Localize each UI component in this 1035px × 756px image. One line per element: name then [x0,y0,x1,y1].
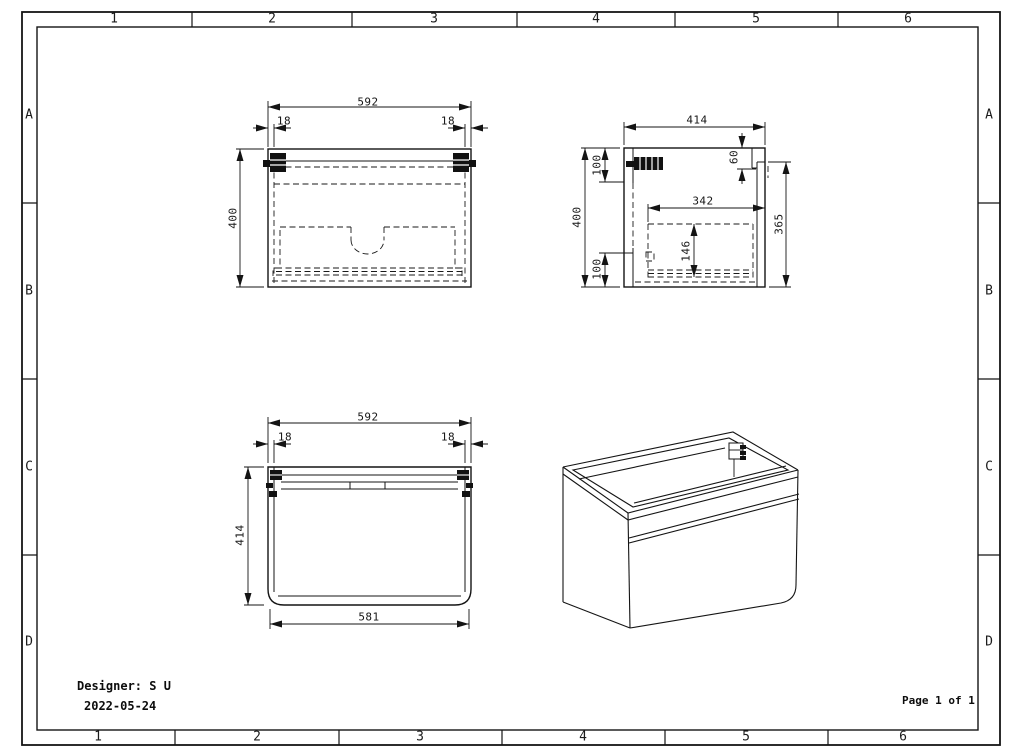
dim-side-overall-height: 400 [570,206,584,228]
zone-row-left-b: B [25,283,33,299]
dim-side-front-panel-height: 365 [772,213,786,235]
date-label: 2022-05-24 [84,699,157,713]
zone-row-left-c: C [25,459,33,475]
dim-side-drawer-depth: 342 [692,194,714,208]
sheet-border [21,11,1001,746]
dim-side-hanger-offset: 100 [590,154,604,176]
zone-col-bottom-1: 1 [94,729,102,745]
zone-col-top-4: 4 [592,11,600,27]
zone-col-top-5: 5 [752,11,760,27]
dim-front-left-thickness: 18 [276,114,292,128]
dim-top-overall-width: 592 [357,410,379,424]
dim-side-overall-depth: 414 [686,113,708,127]
zone-col-bottom-2: 2 [253,729,261,745]
hanger-bracket-right [453,153,476,172]
side-bracket [626,157,663,170]
dim-top-right-thickness: 18 [440,430,456,444]
dim-top-left-thickness: 18 [277,430,293,444]
hanger-bracket-left [263,153,286,172]
dim-side-top-rail: 60 [727,149,741,165]
page-label: Page 1 of 1 [902,694,975,707]
zone-col-bottom-4: 4 [579,729,587,745]
isometric-view [562,431,800,629]
dim-front-overall-width: 592 [357,95,379,109]
zone-col-bottom-5: 5 [742,729,750,745]
top-bracket-left [266,470,282,497]
dim-side-drawer-height: 146 [679,240,693,262]
dim-front-overall-height: 400 [226,207,240,229]
dim-front-right-thickness: 18 [440,114,456,128]
designer-label: Designer: S U [77,679,171,693]
iso-bracket [728,442,746,477]
zone-row-left-a: A [25,107,33,123]
zone-row-right-d: D [985,634,993,650]
zone-row-right-c: C [985,459,993,475]
zone-row-right-a: A [985,107,993,123]
top-view [244,417,488,629]
zone-row-left-d: D [25,634,33,650]
front-view [236,101,488,288]
zone-col-top-1: 1 [110,11,118,27]
zone-col-top-3: 3 [430,11,438,27]
side-view [581,122,791,288]
zone-col-bottom-3: 3 [416,729,424,745]
top-bracket-right [457,470,473,497]
zone-col-top-6: 6 [904,11,912,27]
zone-row-right-b: B [985,283,993,299]
dim-top-front-width: 581 [358,610,380,624]
zone-col-bottom-6: 6 [899,729,907,745]
dim-side-bottom-offset: 100 [590,258,604,280]
dim-top-overall-depth: 414 [233,524,247,546]
zone-col-top-2: 2 [268,11,276,27]
